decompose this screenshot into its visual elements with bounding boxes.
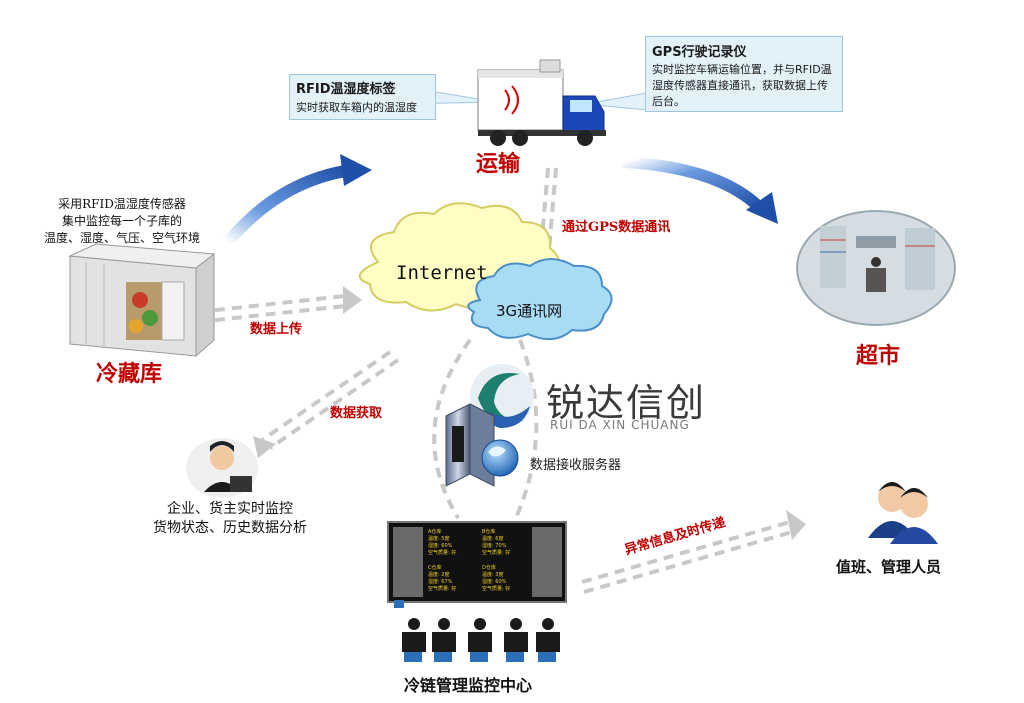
3g-network-label: 3G通讯网 xyxy=(496,302,563,320)
gps-link-label: 通过GPS数据通讯 xyxy=(562,220,671,235)
panel-a-line: 空气质量: 好 xyxy=(428,550,457,556)
flow-arrow-storage-to-transport xyxy=(222,154,372,248)
refrigerated-truck xyxy=(477,59,606,146)
panel-b-line: 温度: 6度 xyxy=(482,536,504,542)
upload-link-label: 数据上传 xyxy=(250,322,303,337)
data-server xyxy=(445,403,519,487)
panel-c-line: 空气质量: 好 xyxy=(428,586,457,592)
panel-d-line: 空气质量: 好 xyxy=(482,586,511,592)
rfid-callout-body: 实时获取车箱内的温湿度 xyxy=(296,101,417,114)
cold-storage-room xyxy=(68,243,216,358)
gps-callout-line-1: 实时监控车辆运输位置，并与RFID温 xyxy=(652,63,832,76)
monitor-wall xyxy=(387,521,567,608)
panel-c: C仓库 温度: 2度 湿度: 67% 空气质量: 好 xyxy=(428,565,456,593)
panel-a-line: 湿度: 60% xyxy=(428,543,453,549)
cold-storage-desc-line-2: 集中监控每一个子库的 xyxy=(61,214,182,228)
cold-storage-description: 采用RFID温湿度传感器 集中监控每一个子库的 温度、湿度、气压、空气环境 xyxy=(22,196,222,247)
fetch-link-label: 数据获取 xyxy=(330,406,383,421)
3g-cloud xyxy=(467,258,613,341)
transport-label: 运输 xyxy=(476,151,521,177)
panel-d-title: D仓库 xyxy=(482,565,496,571)
panel-c-line: 湿度: 67% xyxy=(428,579,453,585)
cold-storage-desc-line-3: 温度、湿度、气压、空气环境 xyxy=(43,231,200,245)
staff-label: 值班、管理人员 xyxy=(836,558,942,576)
panel-d-line: 温度: 3度 xyxy=(482,572,504,578)
internet-label: Internet xyxy=(396,262,488,284)
panel-c-title: C仓库 xyxy=(428,565,442,571)
panel-a-title: A仓库 xyxy=(428,529,442,535)
staff-people-icon xyxy=(868,482,938,544)
cold-storage-label: 冷藏库 xyxy=(96,361,163,387)
panel-b: B仓库 温度: 6度 湿度: 70% 空气质量: 好 xyxy=(482,529,510,557)
link-upload-dashed xyxy=(197,294,346,314)
monitor-panels: A仓库 温度: 5度 湿度: 60% 空气质量: 好 B仓库 温度: 6度 湿度… xyxy=(424,527,530,597)
link-fetch-dashed xyxy=(260,350,392,442)
panel-b-line: 空气质量: 好 xyxy=(482,550,511,556)
operators-row xyxy=(402,618,560,662)
link-cloud-monitor-dashed xyxy=(432,338,472,520)
server-label: 数据接收服务器 xyxy=(530,458,622,473)
gps-callout-line-2: 湿度传感器直接通讯，获取数据上传 xyxy=(652,79,828,92)
cold-storage-desc-line-1: 采用RFID温湿度传感器 xyxy=(58,197,186,211)
rfid-callout-title: RFID温湿度标签 xyxy=(296,82,396,97)
supermarket-label: 超市 xyxy=(856,343,901,369)
rfid-callout: RFID温湿度标签 实时获取车箱内的温湿度 xyxy=(289,74,436,120)
link-alert-dashed xyxy=(581,520,791,584)
monitor-center-label: 冷链管理监控中心 xyxy=(404,676,533,695)
gps-callout: GPS行驶记录仪 实时监控车辆运输位置，并与RFID温 湿度传感器直接通讯，获取… xyxy=(645,36,843,112)
panel-a-line: 温度: 5度 xyxy=(428,536,450,542)
gps-callout-title: GPS行驶记录仪 xyxy=(652,45,747,60)
enterprise-desc-line-2: 货物状态、历史数据分析 xyxy=(153,520,307,536)
brand-name: 锐达信创 xyxy=(546,381,707,425)
panel-b-line: 湿度: 70% xyxy=(482,543,507,549)
panel-c-line: 温度: 2度 xyxy=(428,572,450,578)
enterprise-user-image xyxy=(186,438,258,498)
brand-pinyin: RUI DA XIN CHUANG xyxy=(550,418,690,432)
enterprise-description: 企业、货主实时监控 货物状态、历史数据分析 xyxy=(140,500,320,538)
panel-b-title: B仓库 xyxy=(482,529,496,535)
panel-d-line: 湿度: 60% xyxy=(482,579,507,585)
gps-callout-line-3: 后台。 xyxy=(652,95,685,108)
panel-d: D仓库 温度: 3度 湿度: 60% 空气质量: 好 xyxy=(482,565,510,593)
panel-a: A仓库 温度: 5度 湿度: 60% 空气质量: 好 xyxy=(428,529,456,557)
flow-arrow-transport-to-supermarket xyxy=(619,156,778,224)
enterprise-desc-line-1: 企业、货主实时监控 xyxy=(167,501,293,517)
supermarket-image xyxy=(796,210,956,326)
